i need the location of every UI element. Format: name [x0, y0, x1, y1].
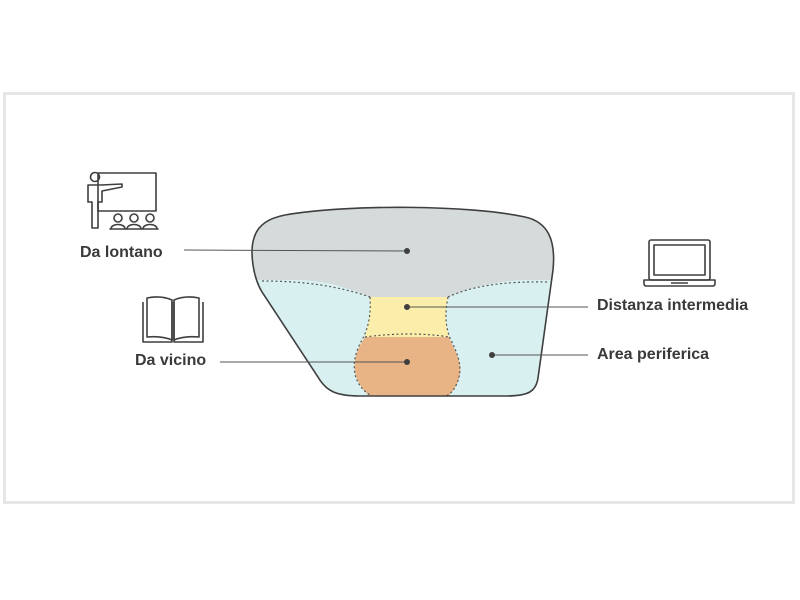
- leader-lines: [183, 249, 588, 363]
- lens-outline: [251, 206, 555, 397]
- near-zone: [354, 337, 461, 396]
- corridor-left-boundary: [353, 296, 373, 397]
- label-intermediate-distance: Distanza intermedia: [597, 297, 749, 314]
- label-peripheral-area: Area periferica: [597, 346, 710, 363]
- intermediate-zone: [365, 297, 449, 337]
- label-near-distance: Da vicino: [135, 352, 207, 369]
- laptop-icon: [643, 239, 716, 287]
- far-zone: [252, 207, 554, 297]
- far-leader: [183, 249, 408, 252]
- intermediate-near-boundary: [364, 333, 450, 338]
- right-far-boundary: [447, 281, 549, 298]
- near-dot: [404, 359, 410, 365]
- leader-dots: [404, 248, 495, 365]
- open-book-icon: [142, 296, 204, 343]
- corridor-right-boundary: [445, 296, 461, 397]
- peripheral-dot: [489, 352, 495, 358]
- presentation-audience-icon: [87, 171, 159, 230]
- intermediate-dot: [404, 304, 410, 310]
- far-dot: [404, 248, 410, 254]
- label-far-distance: Da lontano: [80, 244, 163, 261]
- zone-boundaries: [261, 280, 549, 397]
- left-far-boundary: [261, 280, 371, 298]
